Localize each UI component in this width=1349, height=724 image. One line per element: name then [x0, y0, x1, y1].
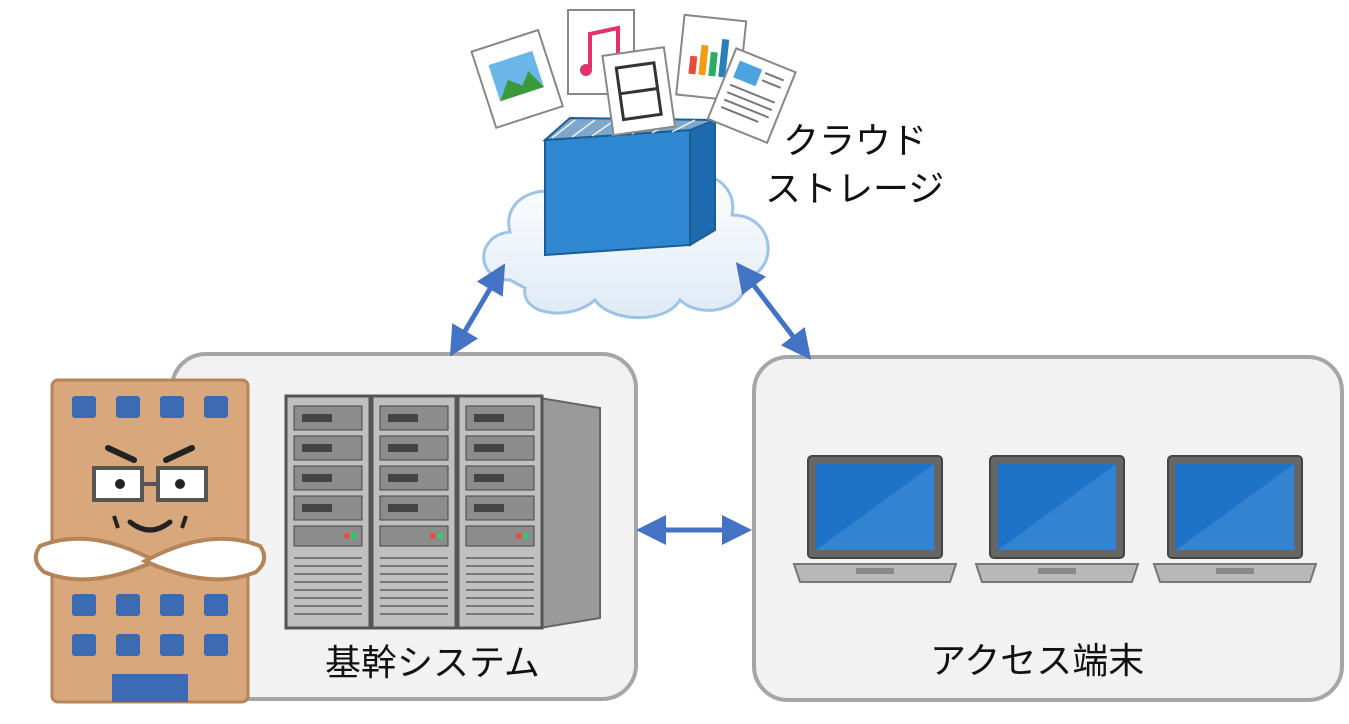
document-file-icon: [706, 47, 797, 145]
cloud-storage-label-line2: ストレージ: [765, 169, 945, 210]
access-terminal-label: アクセス端末: [930, 641, 1145, 682]
cloud-storage-label-line1: クラウド: [783, 121, 928, 162]
laptop-icon: [974, 455, 1140, 583]
office-building-character-icon: [33, 378, 267, 704]
arrow-cloud-to-terminal: [735, 262, 812, 360]
core-system-label: 基幹システム: [325, 643, 540, 684]
server-rack-icon: [284, 394, 601, 630]
video-file-icon: [601, 46, 677, 137]
image-file-icon: [470, 28, 565, 130]
arrow-core-to-cloud: [449, 263, 506, 357]
laptop-icon: [1152, 455, 1318, 583]
laptop-icon: [792, 455, 958, 583]
